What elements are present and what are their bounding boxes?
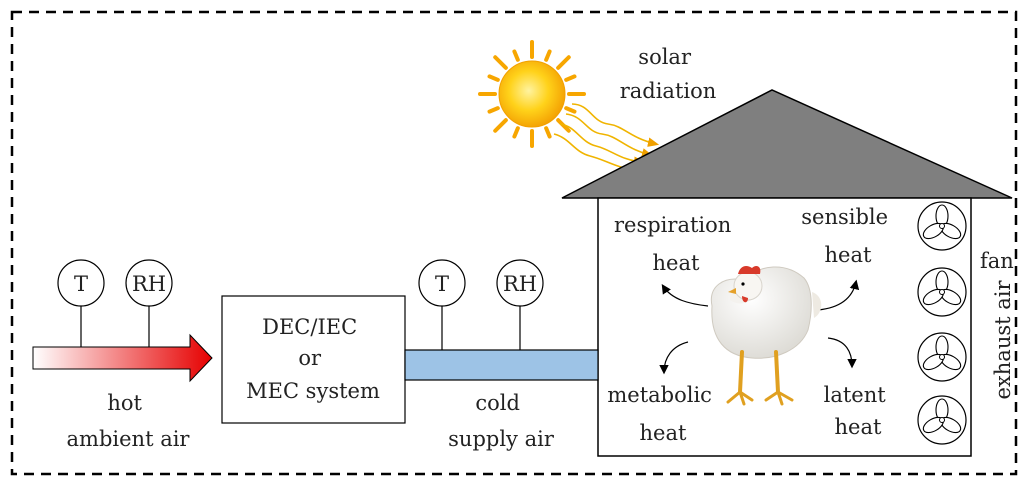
fan-icon [917, 267, 967, 317]
sun-ray [556, 55, 571, 70]
sensible-arrow [817, 279, 860, 311]
solar-radiation-arrows [553, 103, 660, 174]
supply-humidity-sensor: RH [496, 259, 544, 350]
sun-icon [478, 40, 586, 148]
chicken-icon [710, 266, 822, 406]
sun-ray [493, 55, 508, 70]
sun-ray [512, 126, 520, 139]
respiration-arrow [661, 283, 709, 307]
cooling-system-box [221, 295, 406, 424]
sun-ray [487, 74, 500, 82]
sun-ray [564, 74, 577, 82]
sun-ray [544, 49, 552, 62]
sensible-heat-label: sensible heat [801, 205, 895, 267]
svg-text:T: T [74, 272, 88, 296]
house-roof [561, 89, 1013, 199]
inlet-humidity-sensor: RH [125, 259, 173, 347]
latent-arrow [827, 337, 857, 369]
cold-supply-duct [404, 349, 599, 381]
respiration-heat-label: respiration heat [614, 213, 738, 275]
sun-ray [493, 118, 508, 133]
fan-column [917, 201, 967, 445]
sun-ray [544, 126, 552, 139]
exhaust-air-label: exhaust air [991, 280, 1015, 400]
cooling-system-label: DEC/IEC or MEC system [246, 315, 380, 403]
sun-ray [487, 106, 500, 114]
fan-icon [917, 395, 967, 445]
metabolic-arrow [659, 341, 689, 375]
svg-text:T: T [435, 272, 449, 296]
sun-ray [512, 49, 520, 62]
fan-icon [917, 332, 967, 382]
inlet-temperature-sensor: T [57, 259, 105, 347]
cold-supply-air-label: cold supply air [448, 391, 555, 451]
svg-text:RH: RH [503, 272, 537, 296]
fan-label: fan [980, 249, 1014, 273]
system-boundary [10, 10, 1018, 476]
hot-air-arrow [32, 333, 213, 383]
fan-icon [917, 201, 967, 251]
heat-flow-arrows [659, 279, 860, 375]
solar-radiation-label: solar radiation [620, 45, 717, 103]
hot-ambient-air-label: hot ambient air [67, 391, 191, 451]
supply-temperature-sensor: T [418, 259, 466, 350]
sun-ray [564, 106, 577, 114]
svg-text:RH: RH [132, 272, 166, 296]
latent-heat-label: latent heat [824, 383, 893, 439]
metabolic-heat-label: metabolic heat [607, 383, 718, 445]
